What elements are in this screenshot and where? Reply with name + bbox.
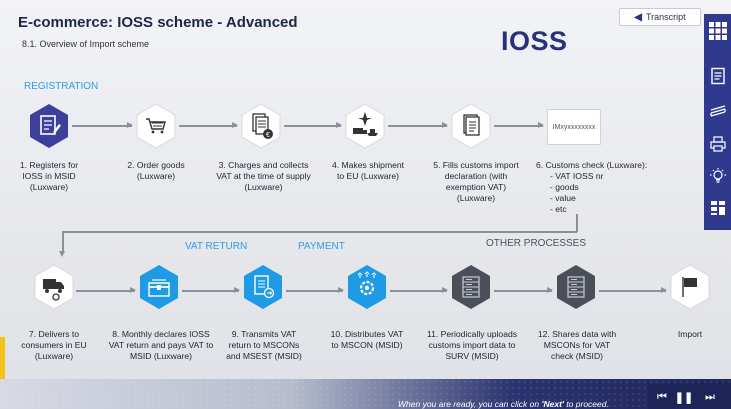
document-icon[interactable] — [451, 103, 491, 149]
flow-arrow — [286, 287, 344, 293]
document-transfer-icon[interactable] — [243, 264, 283, 310]
transcript-button[interactable]: ◀ Transcript — [619, 8, 701, 26]
next-icon[interactable]: ⏭ — [705, 390, 715, 403]
page-title: E-commerce: IOSS scheme - Advanced — [18, 14, 298, 31]
flow-arrow — [599, 287, 667, 293]
customs-id-tag: IMxyxxxxxxxx — [547, 109, 601, 145]
ioss-heading: IOSS — [501, 26, 568, 56]
shopping-cart-icon[interactable] — [136, 103, 176, 149]
customs-check-text: 6. Customs check (Luxware): - VAT IOSS n… — [536, 160, 648, 214]
flow-arrow — [179, 122, 238, 128]
flag-icon[interactable] — [670, 264, 710, 310]
books-icon[interactable] — [708, 100, 728, 120]
server-icon[interactable] — [556, 264, 596, 310]
footer-pattern — [0, 379, 731, 409]
import-text: Import — [677, 329, 703, 339]
payment-label: PAYMENT — [298, 241, 345, 252]
flow-arrow — [388, 122, 448, 128]
flow-connector — [576, 214, 578, 232]
other-processes-label: OTHER PROCESSES — [486, 238, 587, 249]
transcript-label: Transcript — [646, 12, 686, 22]
flow-arrow — [72, 122, 133, 128]
accent-bar — [0, 337, 5, 384]
side-toolbar — [704, 14, 731, 230]
print-icon[interactable] — [708, 134, 728, 154]
flow-connector — [62, 231, 577, 233]
chevron-left-icon: ◀ — [634, 11, 642, 23]
next-hint: When you are ready, you can click on 'Ne… — [398, 399, 609, 409]
flow-arrow — [494, 122, 544, 128]
lightbulb-icon[interactable] — [708, 166, 728, 186]
footer-bar — [0, 379, 731, 409]
delivery-truck-icon[interactable] — [34, 264, 74, 310]
flow-connector-arrow — [59, 231, 65, 257]
treasure-chest-icon[interactable] — [139, 264, 179, 310]
register-form-icon[interactable] — [29, 103, 69, 149]
page-subtitle: 8.1. Overview of Import scheme — [22, 39, 150, 49]
flow-arrow — [76, 287, 136, 293]
flow-arrow — [284, 122, 342, 128]
previous-icon[interactable]: ⏮ — [657, 390, 667, 403]
pause-icon[interactable]: ❚❚ — [674, 391, 694, 404]
svg-text:€: € — [266, 132, 270, 139]
vat-return-label: VAT RETURN — [185, 241, 248, 252]
flow-arrow — [182, 287, 240, 293]
server-icon[interactable] — [451, 264, 491, 310]
distribution-gear-icon[interactable] — [347, 264, 387, 310]
step-2-text: 2. Order goods(Luxware) — [127, 160, 185, 181]
player-controls — [648, 384, 731, 409]
invoice-money-icon[interactable]: € — [241, 103, 281, 149]
notes-icon[interactable] — [708, 66, 728, 86]
flow-arrow — [390, 287, 448, 293]
flow-arrow — [494, 287, 553, 293]
glossary-icon[interactable] — [708, 198, 728, 218]
registration-label: REGISTRATION — [24, 81, 99, 92]
shipment-transport-icon[interactable] — [345, 103, 385, 149]
menu-grid-icon[interactable] — [704, 14, 731, 48]
